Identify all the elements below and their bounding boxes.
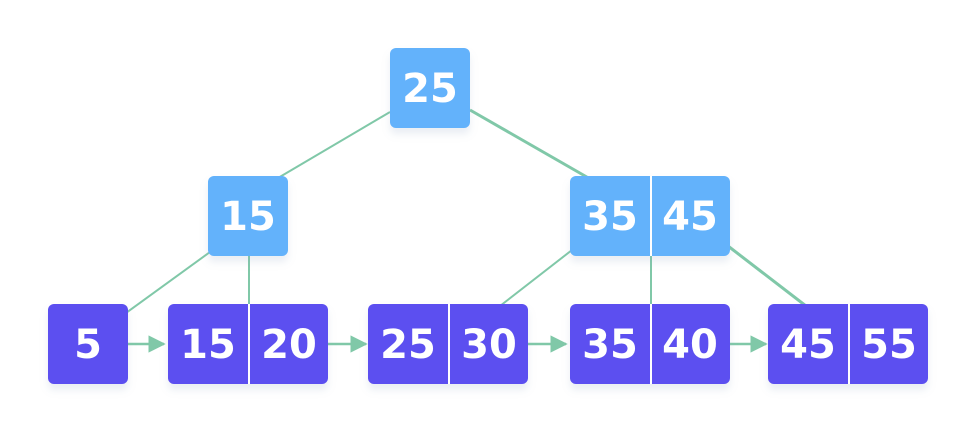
leaf-node-15-20: 15 20 bbox=[168, 304, 328, 384]
internal-node-15: 15 bbox=[208, 176, 288, 256]
leaf-node-15-20-key-2: 20 bbox=[261, 322, 317, 368]
edge-root-to-node-35-45 bbox=[469, 108, 593, 182]
leaf-node-5-key-1: 5 bbox=[74, 322, 102, 368]
leaf-node-25-30: 25 30 bbox=[368, 304, 528, 384]
leaf-node-45-55-key-1: 45 bbox=[780, 322, 836, 368]
leaf-node-35-40: 35 40 bbox=[570, 304, 730, 384]
root-node-box bbox=[390, 48, 470, 128]
leaf-node-25-30-key-2: 30 bbox=[461, 322, 517, 368]
leaf-node-5: 5 bbox=[48, 304, 128, 384]
internal-node-15-box bbox=[208, 176, 288, 256]
internal-node-35-45-key-2: 45 bbox=[662, 194, 718, 240]
root-key: 25 bbox=[402, 66, 458, 112]
leaf-node-35-40-key-1: 35 bbox=[582, 322, 638, 368]
edge-node-35-45-to-leaf-45-55 bbox=[727, 244, 807, 308]
internal-node-15-key-1: 15 bbox=[220, 194, 276, 240]
tree-edges bbox=[125, 108, 807, 314]
leaf-node-15-20-key-1: 15 bbox=[180, 322, 236, 368]
leaf-node-5-box bbox=[48, 304, 128, 384]
leaf-node-45-55-key-2: 55 bbox=[861, 322, 917, 368]
leaf-node-45-55: 45 55 bbox=[768, 304, 928, 384]
leaf-node-35-40-key-2: 40 bbox=[662, 322, 718, 368]
internal-node-35-45: 35 45 bbox=[570, 176, 730, 256]
leaf-node-25-30-key-1: 25 bbox=[380, 322, 436, 368]
internal-node-35-45-key-1: 35 bbox=[582, 194, 638, 240]
edge-root-to-node-15 bbox=[277, 111, 391, 179]
root-node: 25 bbox=[390, 48, 470, 128]
edge-node-35-45-to-leaf-25-30 bbox=[499, 249, 573, 307]
edge-node-15-to-leaf-5 bbox=[125, 251, 211, 314]
